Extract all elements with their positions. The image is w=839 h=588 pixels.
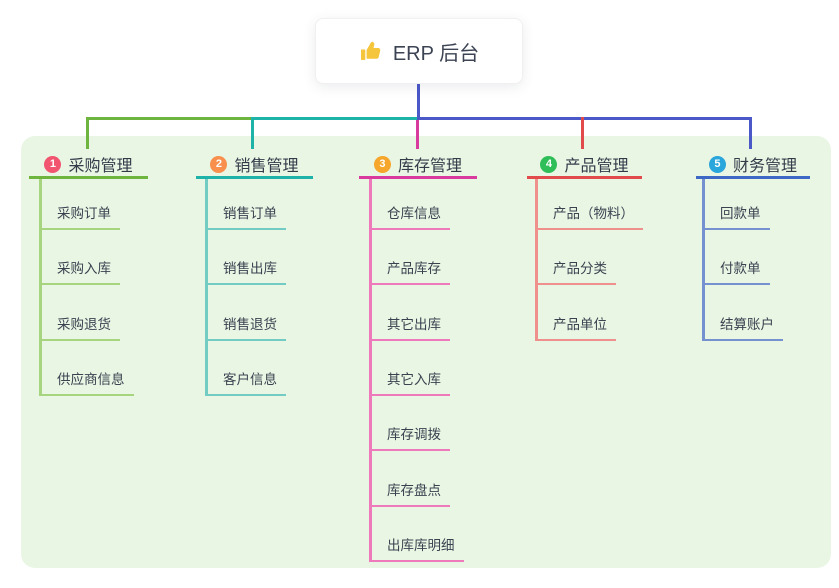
child-topic-产品库存[interactable]: 产品库存 xyxy=(369,260,450,286)
child-topic-产品单位[interactable]: 产品单位 xyxy=(535,316,616,341)
branch-drop-5 xyxy=(749,117,752,149)
branch-label: 销售管理 xyxy=(234,158,299,175)
child-topic-销售订单[interactable]: 销售订单 xyxy=(205,205,286,230)
child-topic-采购退货[interactable]: 采购退货 xyxy=(39,316,120,341)
branch-label: 财务管理 xyxy=(732,158,797,175)
child-topic-采购入库[interactable]: 采购入库 xyxy=(39,260,120,286)
child-trunk-line xyxy=(39,179,42,397)
child-topic-客户信息[interactable]: 客户信息 xyxy=(205,371,286,396)
branch-topic-产品管理[interactable]: 4 产品管理 xyxy=(527,152,642,179)
thumbs-up-icon xyxy=(359,39,383,63)
branch-number-badge: 5 xyxy=(708,155,726,173)
child-topic-采购订单[interactable]: 采购订单 xyxy=(39,205,120,230)
branch-topic-采购管理[interactable]: 1 采购管理 xyxy=(29,152,148,179)
child-topic-仓库信息[interactable]: 仓库信息 xyxy=(369,205,450,230)
child-topic-其它出库[interactable]: 其它出库 xyxy=(369,316,450,341)
branch-drop-3 xyxy=(416,120,419,149)
child-trunk-line xyxy=(702,179,705,342)
child-topic-其它入库[interactable]: 其它入库 xyxy=(369,371,450,396)
branch-number-badge: 3 xyxy=(373,155,391,173)
branch-label: 产品管理 xyxy=(564,158,629,175)
root-connector xyxy=(417,84,420,117)
branch-label: 采购管理 xyxy=(68,158,133,175)
branches-container xyxy=(21,136,831,568)
root-topic[interactable]: ERP 后台 xyxy=(315,18,523,84)
branch-topic-销售管理[interactable]: 2 销售管理 xyxy=(196,152,313,179)
branch-drop-4 xyxy=(581,117,584,149)
child-topic-产品分类[interactable]: 产品分类 xyxy=(535,260,616,286)
child-topic-供应商信息[interactable]: 供应商信息 xyxy=(39,371,134,396)
branch-topic-财务管理[interactable]: 5 财务管理 xyxy=(696,152,810,179)
branch-drop-1 xyxy=(86,117,89,149)
child-topic-产品（物料）[interactable]: 产品（物料） xyxy=(535,205,643,230)
child-topic-销售出库[interactable]: 销售出库 xyxy=(205,260,286,286)
child-trunk-line xyxy=(205,179,208,397)
rail-segment-middle xyxy=(251,117,418,120)
child-trunk-line xyxy=(369,179,372,563)
child-topic-库存盘点[interactable]: 库存盘点 xyxy=(369,482,450,507)
rail-segment-left xyxy=(86,117,252,120)
child-topic-回款单[interactable]: 回款单 xyxy=(702,205,770,230)
branch-number-badge: 1 xyxy=(44,155,62,173)
branch-topic-库存管理[interactable]: 3 库存管理 xyxy=(359,152,477,179)
root-topic-label: ERP 后台 xyxy=(392,42,480,65)
child-topic-库存调拨[interactable]: 库存调拨 xyxy=(369,426,450,452)
child-topic-销售退货[interactable]: 销售退货 xyxy=(205,316,286,341)
branch-label: 库存管理 xyxy=(397,158,462,175)
child-topic-付款单[interactable]: 付款单 xyxy=(702,260,770,286)
branch-number-badge: 4 xyxy=(540,155,558,173)
branch-drop-2 xyxy=(251,117,254,149)
branch-number-badge: 2 xyxy=(210,155,228,173)
child-topic-出库库明细[interactable]: 出库库明细 xyxy=(369,537,464,562)
child-topic-结算账户[interactable]: 结算账户 xyxy=(702,316,783,341)
rail-segment-right xyxy=(417,117,752,120)
child-trunk-line xyxy=(535,179,538,342)
